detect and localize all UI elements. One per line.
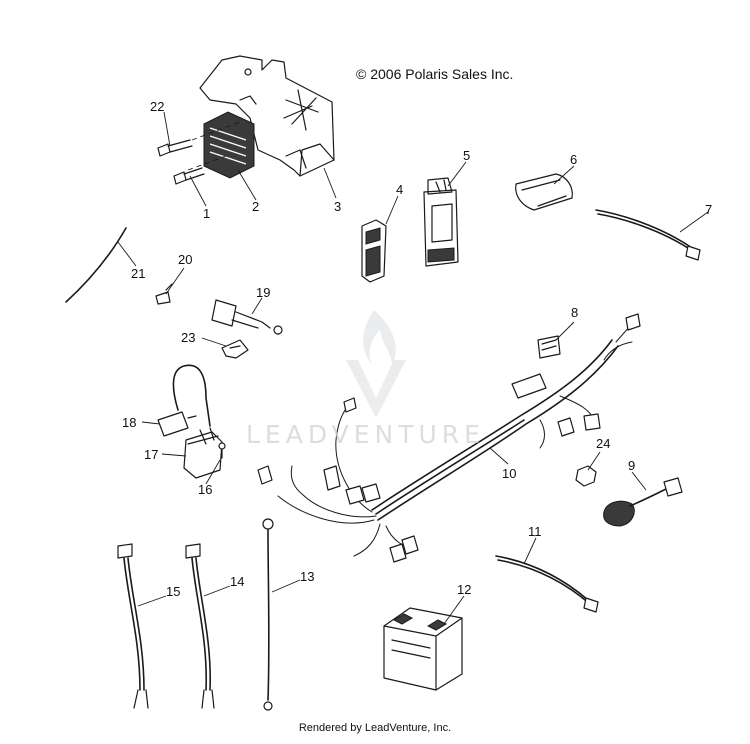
part-2-regulator [203, 111, 255, 179]
part-19-sensor [211, 299, 283, 335]
footer-credit: Rendered by LeadVenture, Inc. [298, 722, 452, 734]
callout-9: 9 [628, 458, 635, 473]
part-18-spark-plug-cap [157, 364, 211, 437]
copyright-notice: © 2006 Polaris Sales Inc. [356, 66, 514, 82]
leader-lines [117, 111, 709, 625]
part-12-battery [383, 607, 463, 691]
leadventure-flame-logo [346, 310, 406, 418]
part-4-connector-block [361, 219, 387, 283]
callout-2: 2 [252, 199, 259, 214]
part-17-ignition-coil [183, 427, 223, 479]
part-11-wire-lead [495, 555, 599, 613]
callout-20: 20 [178, 252, 192, 267]
part-14-cable [185, 543, 215, 709]
callout-5: 5 [463, 148, 470, 163]
callout-1: 1 [203, 206, 210, 221]
part-6-fuse-holder [515, 173, 573, 211]
callout-24: 24 [596, 436, 610, 451]
callout-10: 10 [502, 466, 516, 481]
part-13-cable [262, 518, 274, 711]
part-7-wire-lead [595, 209, 701, 261]
callout-14: 14 [230, 574, 244, 589]
callout-4: 4 [396, 182, 403, 197]
callout-19: 19 [256, 285, 270, 300]
part-15-cable [117, 543, 149, 709]
watermark-text: LEADVENTURE [246, 420, 485, 449]
part-16-screw [218, 442, 226, 459]
callout-6: 6 [570, 152, 577, 167]
part-3-mounting-bracket [199, 55, 335, 177]
callout-17: 17 [144, 447, 158, 462]
part-8-fuse [537, 335, 561, 359]
callout-16: 16 [198, 482, 212, 497]
callout-22: 22 [150, 99, 164, 114]
callout-7: 7 [705, 202, 712, 217]
callout-11: 11 [528, 524, 542, 539]
part-9-sensor [603, 477, 683, 527]
part-24-nut [575, 465, 597, 487]
part-23-clamp [221, 339, 249, 359]
part-20-clip [155, 283, 173, 305]
callout-12: 12 [457, 582, 471, 597]
part-21-wire [65, 227, 127, 303]
callout-13: 13 [300, 569, 314, 584]
part-1-bolt [173, 167, 205, 185]
callout-15: 15 [166, 584, 180, 599]
part-5-relay [423, 177, 459, 267]
part-22-bolt [157, 139, 193, 157]
callout-21: 21 [131, 266, 145, 281]
part-10-main-wire-harness [257, 313, 641, 563]
callout-3: 3 [334, 199, 341, 214]
callout-18: 18 [122, 415, 136, 430]
callout-23: 23 [181, 330, 195, 345]
callout-8: 8 [571, 305, 578, 320]
